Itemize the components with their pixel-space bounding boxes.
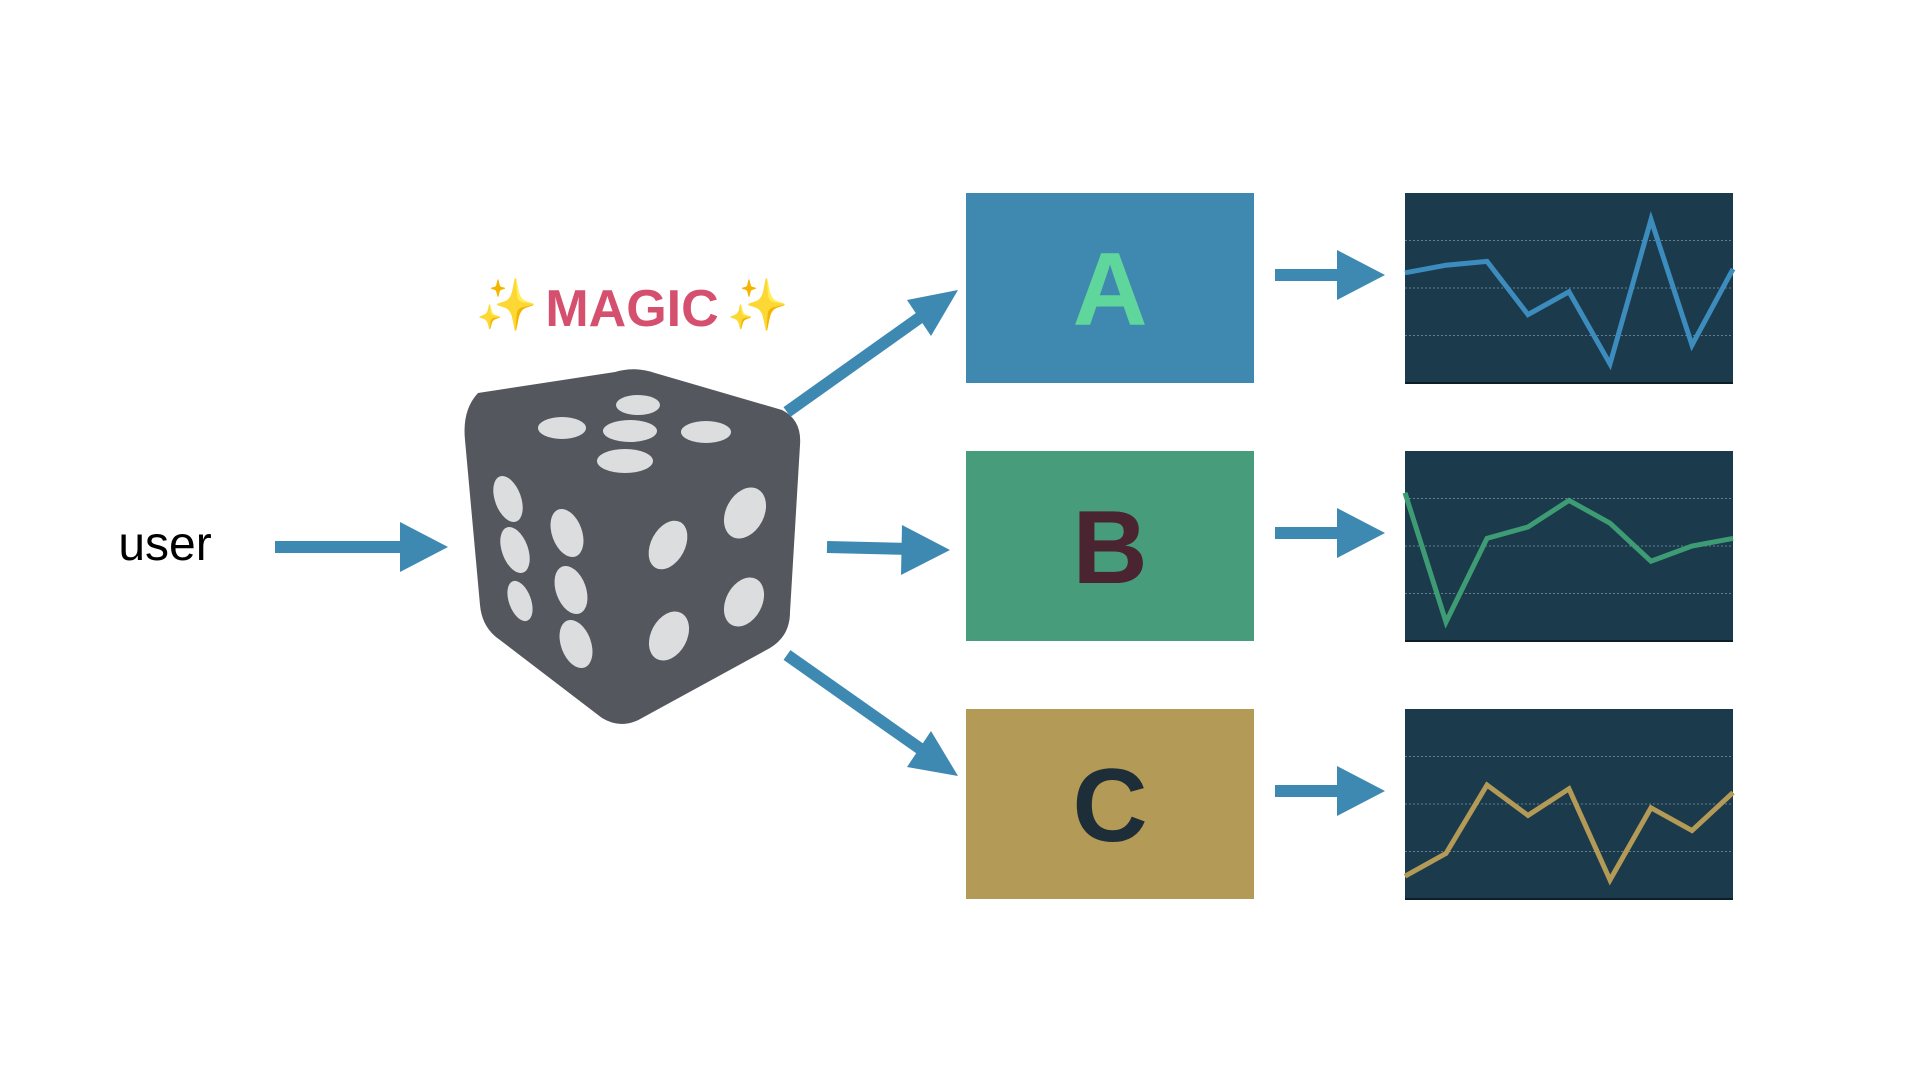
arrow-die-to-c <box>783 650 958 776</box>
arrow-variant-to-chart-b <box>1275 508 1385 558</box>
user-label: user <box>118 518 211 571</box>
die-pip <box>493 476 523 522</box>
arrow-variant-to-chart-a <box>1275 250 1385 300</box>
arrow-die-to-a <box>783 290 958 417</box>
metric-chart-b <box>1402 451 1734 642</box>
variant-box-a <box>966 193 1254 383</box>
chart-series-line-a <box>1404 211 1736 371</box>
arrow-user-to-die <box>275 522 448 572</box>
die-pip <box>559 619 593 669</box>
variant-letter-b: B <box>1072 490 1147 606</box>
die-pip <box>681 421 731 443</box>
die-pip <box>507 580 533 622</box>
variant-row-a: A <box>966 193 1736 384</box>
die-pip <box>500 527 530 573</box>
die-pip <box>538 417 586 439</box>
sparkle-icon-right: ✨ <box>727 276 789 334</box>
chart-series-line-b <box>1402 492 1734 629</box>
variant-letter-a: A <box>1072 232 1147 348</box>
die-pip <box>554 565 588 615</box>
magic-text: MAGIC <box>545 280 718 338</box>
sparkle-icon-left: ✨ <box>476 276 538 334</box>
variant-row-b: B <box>966 451 1734 642</box>
die-pip <box>648 611 690 661</box>
magic-label: ✨ MAGIC ✨ <box>476 276 789 338</box>
die-pip <box>723 487 767 539</box>
arrow-die-to-b <box>826 525 950 575</box>
die-pip <box>616 395 660 415</box>
die-pip <box>550 508 584 558</box>
variant-box-b <box>966 451 1254 641</box>
variant-box-c <box>966 709 1254 899</box>
chart-series-line-c <box>1403 781 1735 886</box>
die-pip <box>723 577 765 627</box>
variant-letter-c: C <box>1072 748 1147 864</box>
metric-chart-a <box>1404 193 1736 384</box>
die-pip <box>648 520 688 570</box>
die-pip <box>603 420 657 442</box>
metric-chart-c <box>1403 709 1735 900</box>
variant-row-c: C <box>966 709 1735 900</box>
arrow-variant-to-chart-c <box>1275 766 1385 816</box>
dice-icon <box>464 369 801 724</box>
die-pip <box>597 449 653 473</box>
